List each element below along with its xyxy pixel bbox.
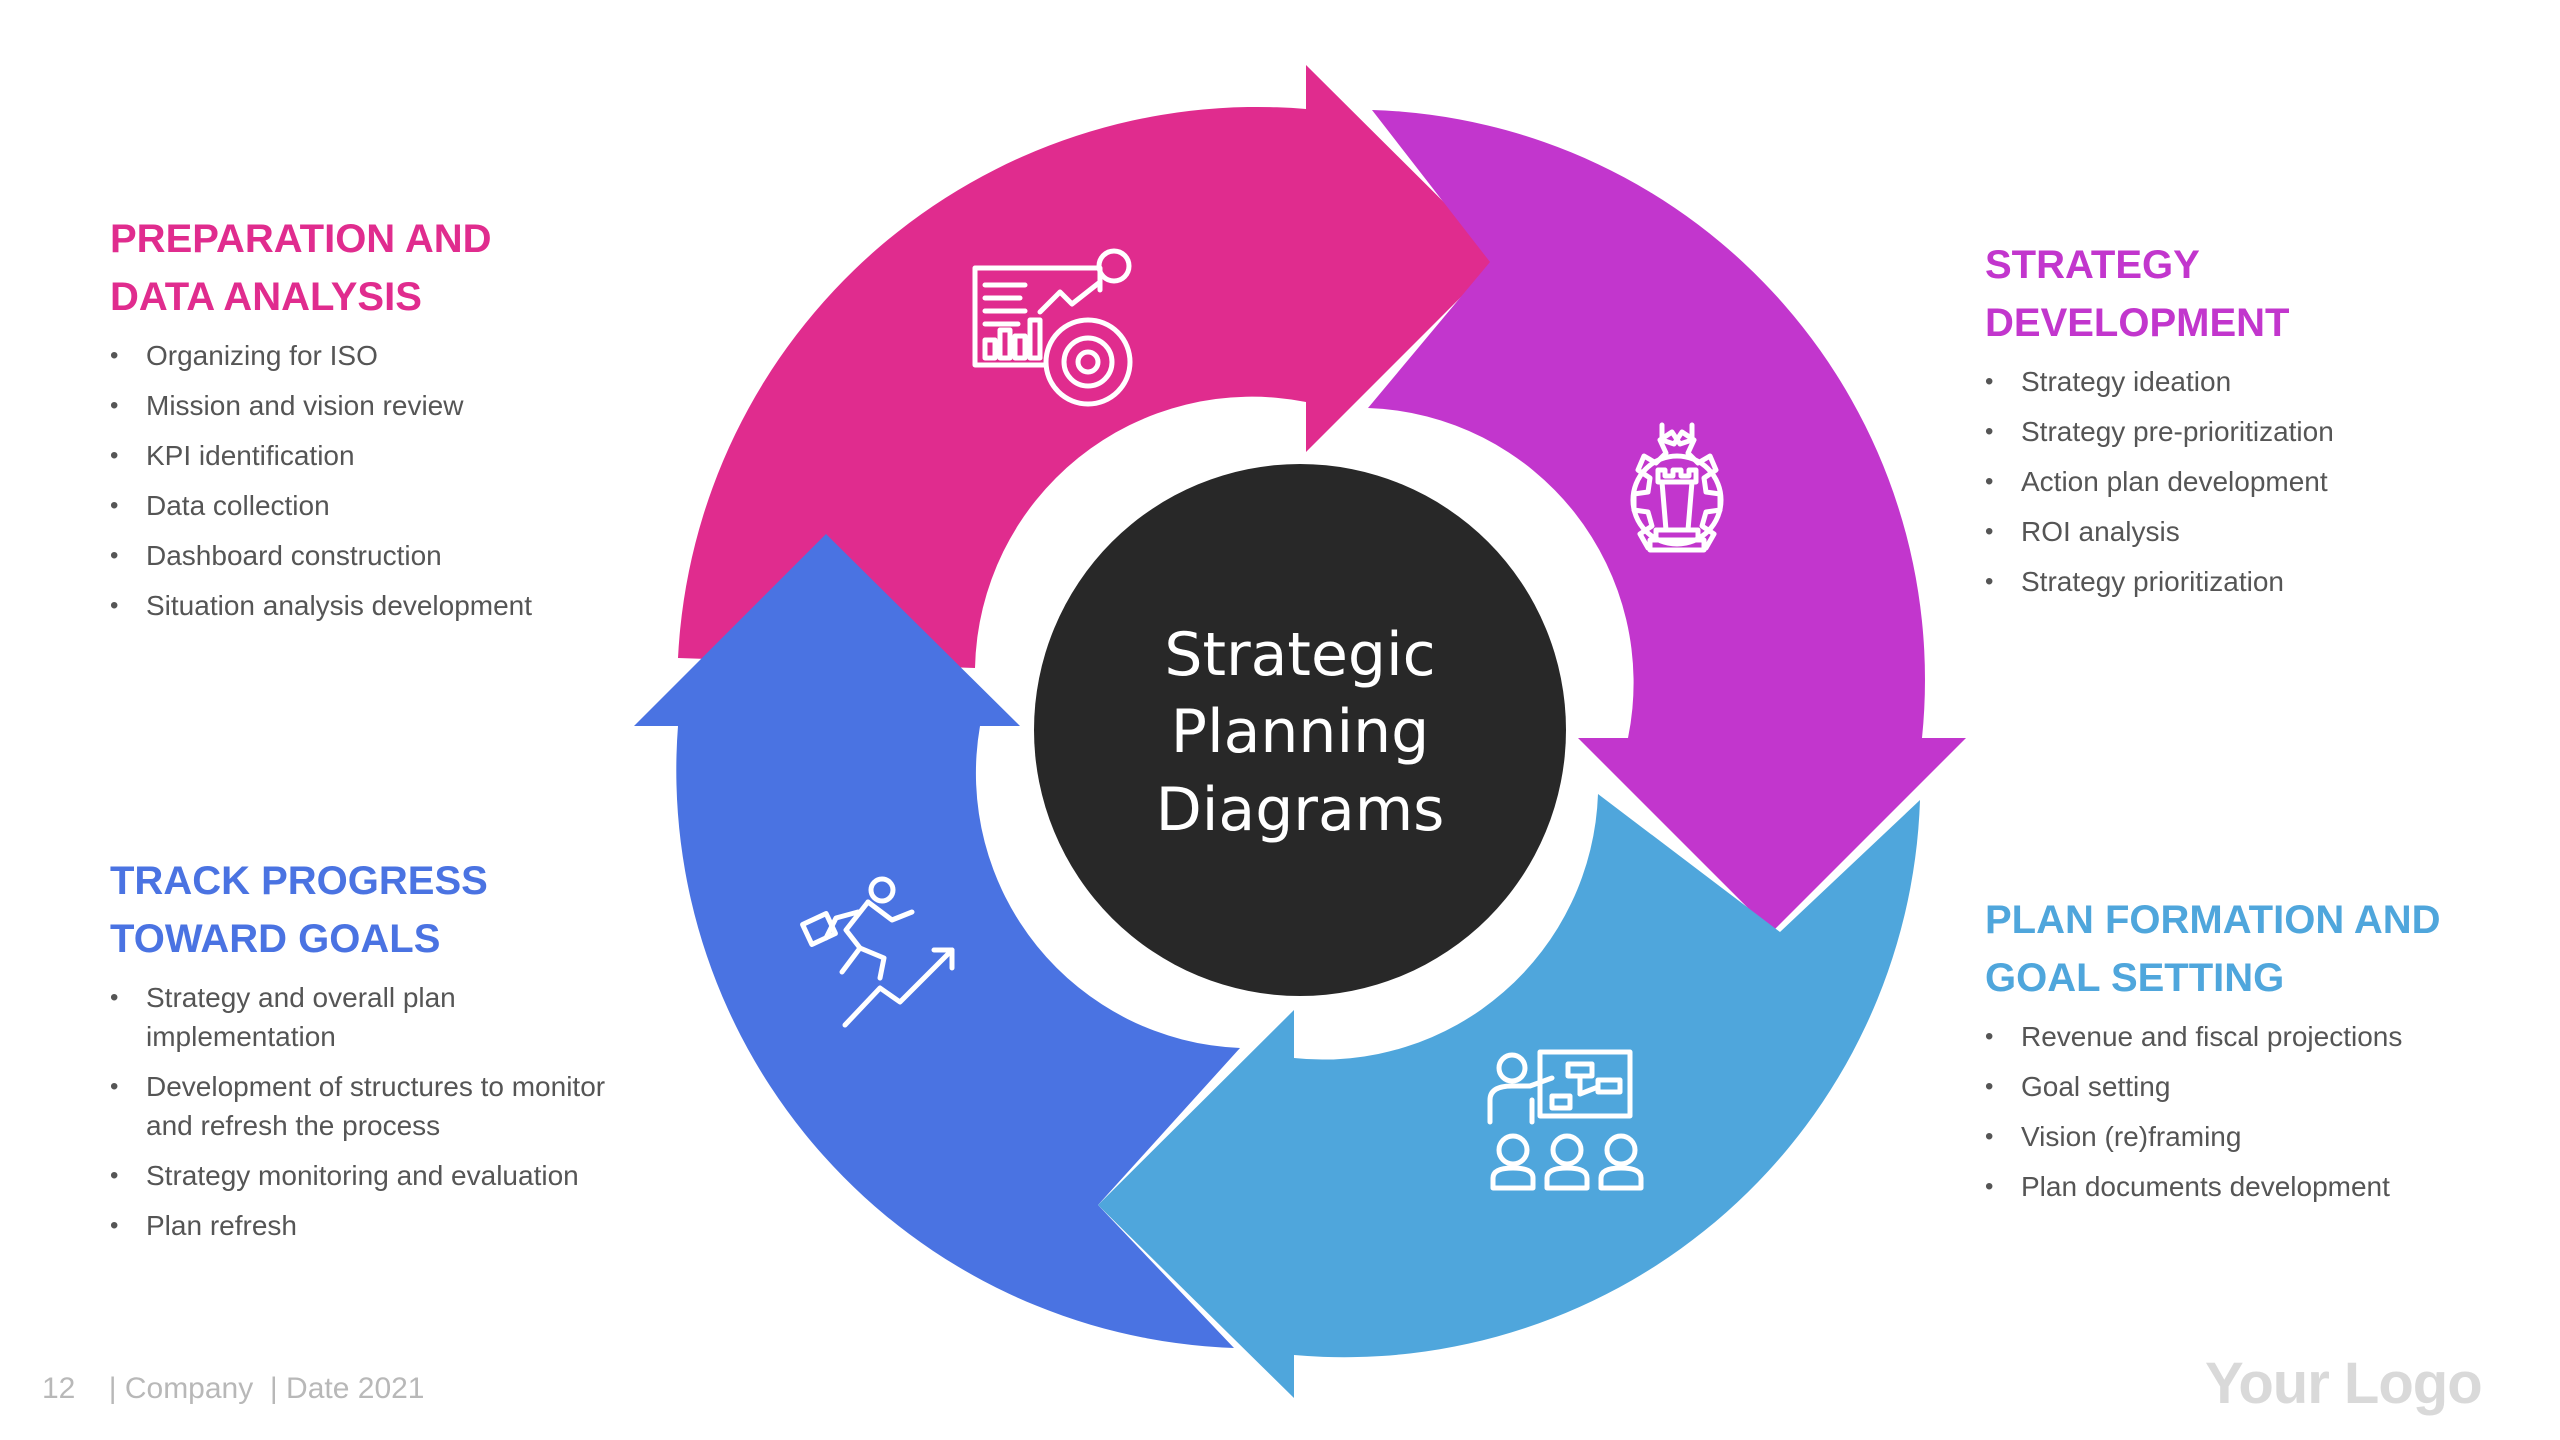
analytics-dashboard-icon	[972, 248, 1133, 407]
list-item: Development of structures to monitor and…	[110, 1067, 626, 1145]
list-item: Plan documents development	[1985, 1167, 2505, 1206]
arrow-plan	[1098, 794, 1920, 1398]
list-item: Strategy ideation	[1985, 362, 2505, 401]
center-title-line2: Planning	[1171, 697, 1429, 767]
center-title-line3: Diagrams	[1156, 775, 1445, 845]
list-item: ROI analysis	[1985, 512, 2505, 551]
footer-company: | Company	[108, 1372, 254, 1405]
list-item: Situation analysis development	[110, 586, 630, 625]
footer: 12 | Company | Date 2021	[42, 1372, 425, 1406]
page-number: 12	[42, 1372, 76, 1405]
plan-title: PLAN FORMATION AND GOAL SETTING	[1985, 898, 2441, 1000]
section-strategy: STRATEGY DEVELOPMENT Strategy ideation S…	[1985, 236, 2505, 612]
list-item: Vision (re)framing	[1985, 1117, 2505, 1156]
list-item: Data collection	[110, 486, 630, 525]
strategy-list: Strategy ideation Strategy pre-prioritiz…	[1985, 362, 2505, 601]
company-logo: Your Logo	[2205, 1351, 2483, 1416]
list-item: Revenue and fiscal projections	[1985, 1017, 2505, 1056]
preparation-title: PREPARATION AND DATA ANALYSIS	[110, 217, 492, 319]
chess-gear-icon	[1630, 422, 1724, 553]
section-track: TRACK PROGRESS TOWARD GOALS Strategy and…	[110, 852, 630, 1256]
presentation-team-icon	[1487, 1049, 1644, 1191]
center-circle	[1034, 464, 1566, 996]
center-title-line1: Strategic	[1164, 620, 1435, 690]
list-item: Organizing for ISO	[110, 336, 630, 375]
list-item: Dashboard construction	[110, 536, 630, 575]
list-item: Strategy prioritization	[1985, 562, 2505, 601]
list-item: Mission and vision review	[110, 386, 630, 425]
strategy-title: STRATEGY DEVELOPMENT	[1985, 243, 2290, 345]
list-item: Goal setting	[1985, 1067, 2505, 1106]
section-plan: PLAN FORMATION AND GOAL SETTING Revenue …	[1985, 891, 2505, 1217]
businessman-growth-icon	[800, 876, 955, 1028]
section-preparation: PREPARATION AND DATA ANALYSIS Organizing…	[110, 210, 630, 636]
footer-date: | Date 2021	[269, 1372, 425, 1405]
preparation-list: Organizing for ISO Mission and vision re…	[110, 336, 630, 625]
list-item: Strategy pre-prioritization	[1985, 412, 2505, 451]
track-list: Strategy and overall plan implementation…	[110, 978, 630, 1245]
arrow-track	[634, 534, 1240, 1348]
arrow-preparation	[678, 65, 1500, 668]
list-item: Plan refresh	[110, 1206, 630, 1245]
track-title: TRACK PROGRESS TOWARD GOALS	[110, 859, 488, 961]
list-item: Strategy and overall plan implementation	[110, 978, 486, 1056]
list-item: Action plan development	[1985, 462, 2505, 501]
plan-list: Revenue and fiscal projections Goal sett…	[1985, 1017, 2505, 1206]
list-item: KPI identification	[110, 436, 630, 475]
list-item: Strategy monitoring and evaluation	[110, 1156, 630, 1195]
